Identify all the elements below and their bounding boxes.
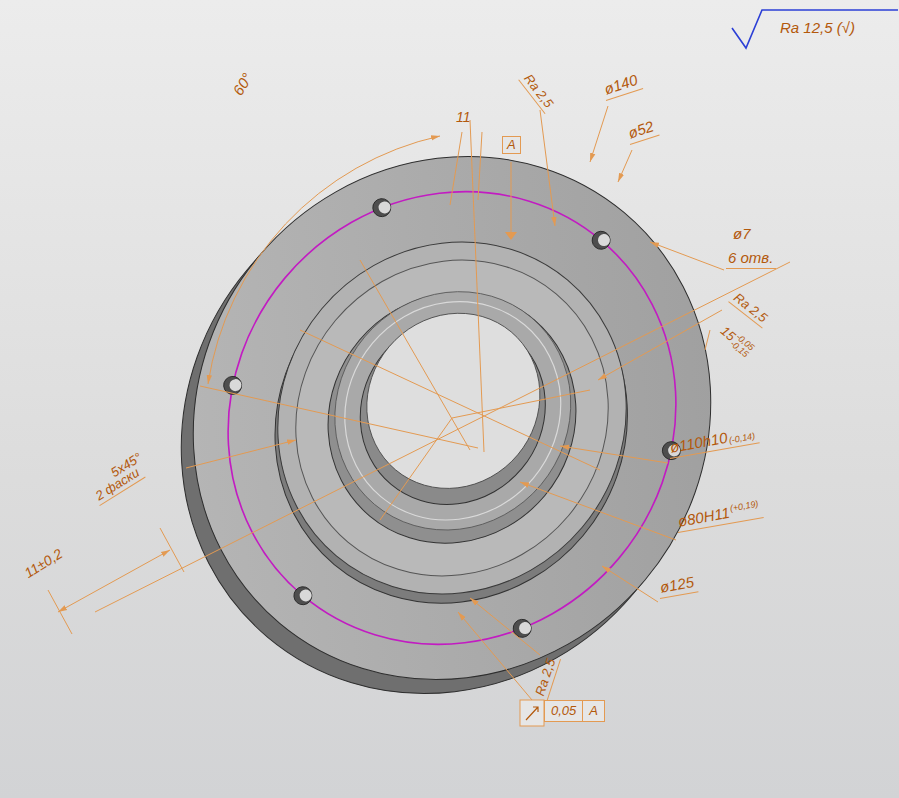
datum-mark [505, 232, 517, 240]
dimension-label: 60° [229, 70, 255, 98]
dimension-label: A [507, 137, 516, 152]
dimension-group: ø52 [624, 117, 659, 144]
dimension-label: Ra 12,5 (√) [780, 19, 855, 36]
dimension-label: A [582, 701, 604, 721]
tolerance-label: (-0,14) [728, 432, 756, 446]
dimension-label: ø52 [626, 117, 656, 141]
dimension-group: 15-0,05-0,15 [716, 322, 756, 360]
dimension-group: A [502, 136, 521, 154]
dimension-group: ø7 [733, 226, 751, 243]
dimension-label: ø140 [602, 71, 640, 98]
dimension-group: Ra 12,5 (√) [780, 20, 855, 37]
dimension-group: 11 [456, 110, 471, 125]
dimension-label: ø125 [659, 573, 696, 596]
dimension-group: 60° [230, 71, 256, 99]
dimension-group: 6 отв. [726, 250, 776, 269]
dimension-label: ø7 [733, 225, 751, 242]
tolerance-stack: (+0,19) [729, 500, 759, 514]
dimension-group: Ra 2,5 [518, 70, 558, 114]
dimension-label: 11±0,2 [21, 545, 65, 581]
dimension-group: ø125 [657, 573, 699, 598]
flange-front [87, 51, 818, 786]
tolerance-label: (+0,19) [729, 500, 759, 514]
dimension-group: 0,05A [544, 700, 605, 722]
tolerance-frame [520, 700, 544, 726]
dimension-label: Ra 2,5 [731, 290, 770, 325]
dimension-label: Ra 2,5 [521, 71, 556, 110]
roughness-sign [732, 10, 898, 48]
dimension-label: 0,05 [545, 701, 582, 721]
tolerance-stack: (-0,14) [728, 432, 756, 446]
runout-symbol [526, 707, 538, 720]
dimension-group: Ra 2,5 [728, 289, 772, 329]
dimension-group: ø140 [600, 71, 643, 101]
dimension-label: 11 [456, 109, 471, 125]
dimension-group: 11±0,2 [22, 546, 66, 581]
leader-lines [48, 106, 790, 700]
dimension-label: 6 отв. [728, 249, 773, 266]
